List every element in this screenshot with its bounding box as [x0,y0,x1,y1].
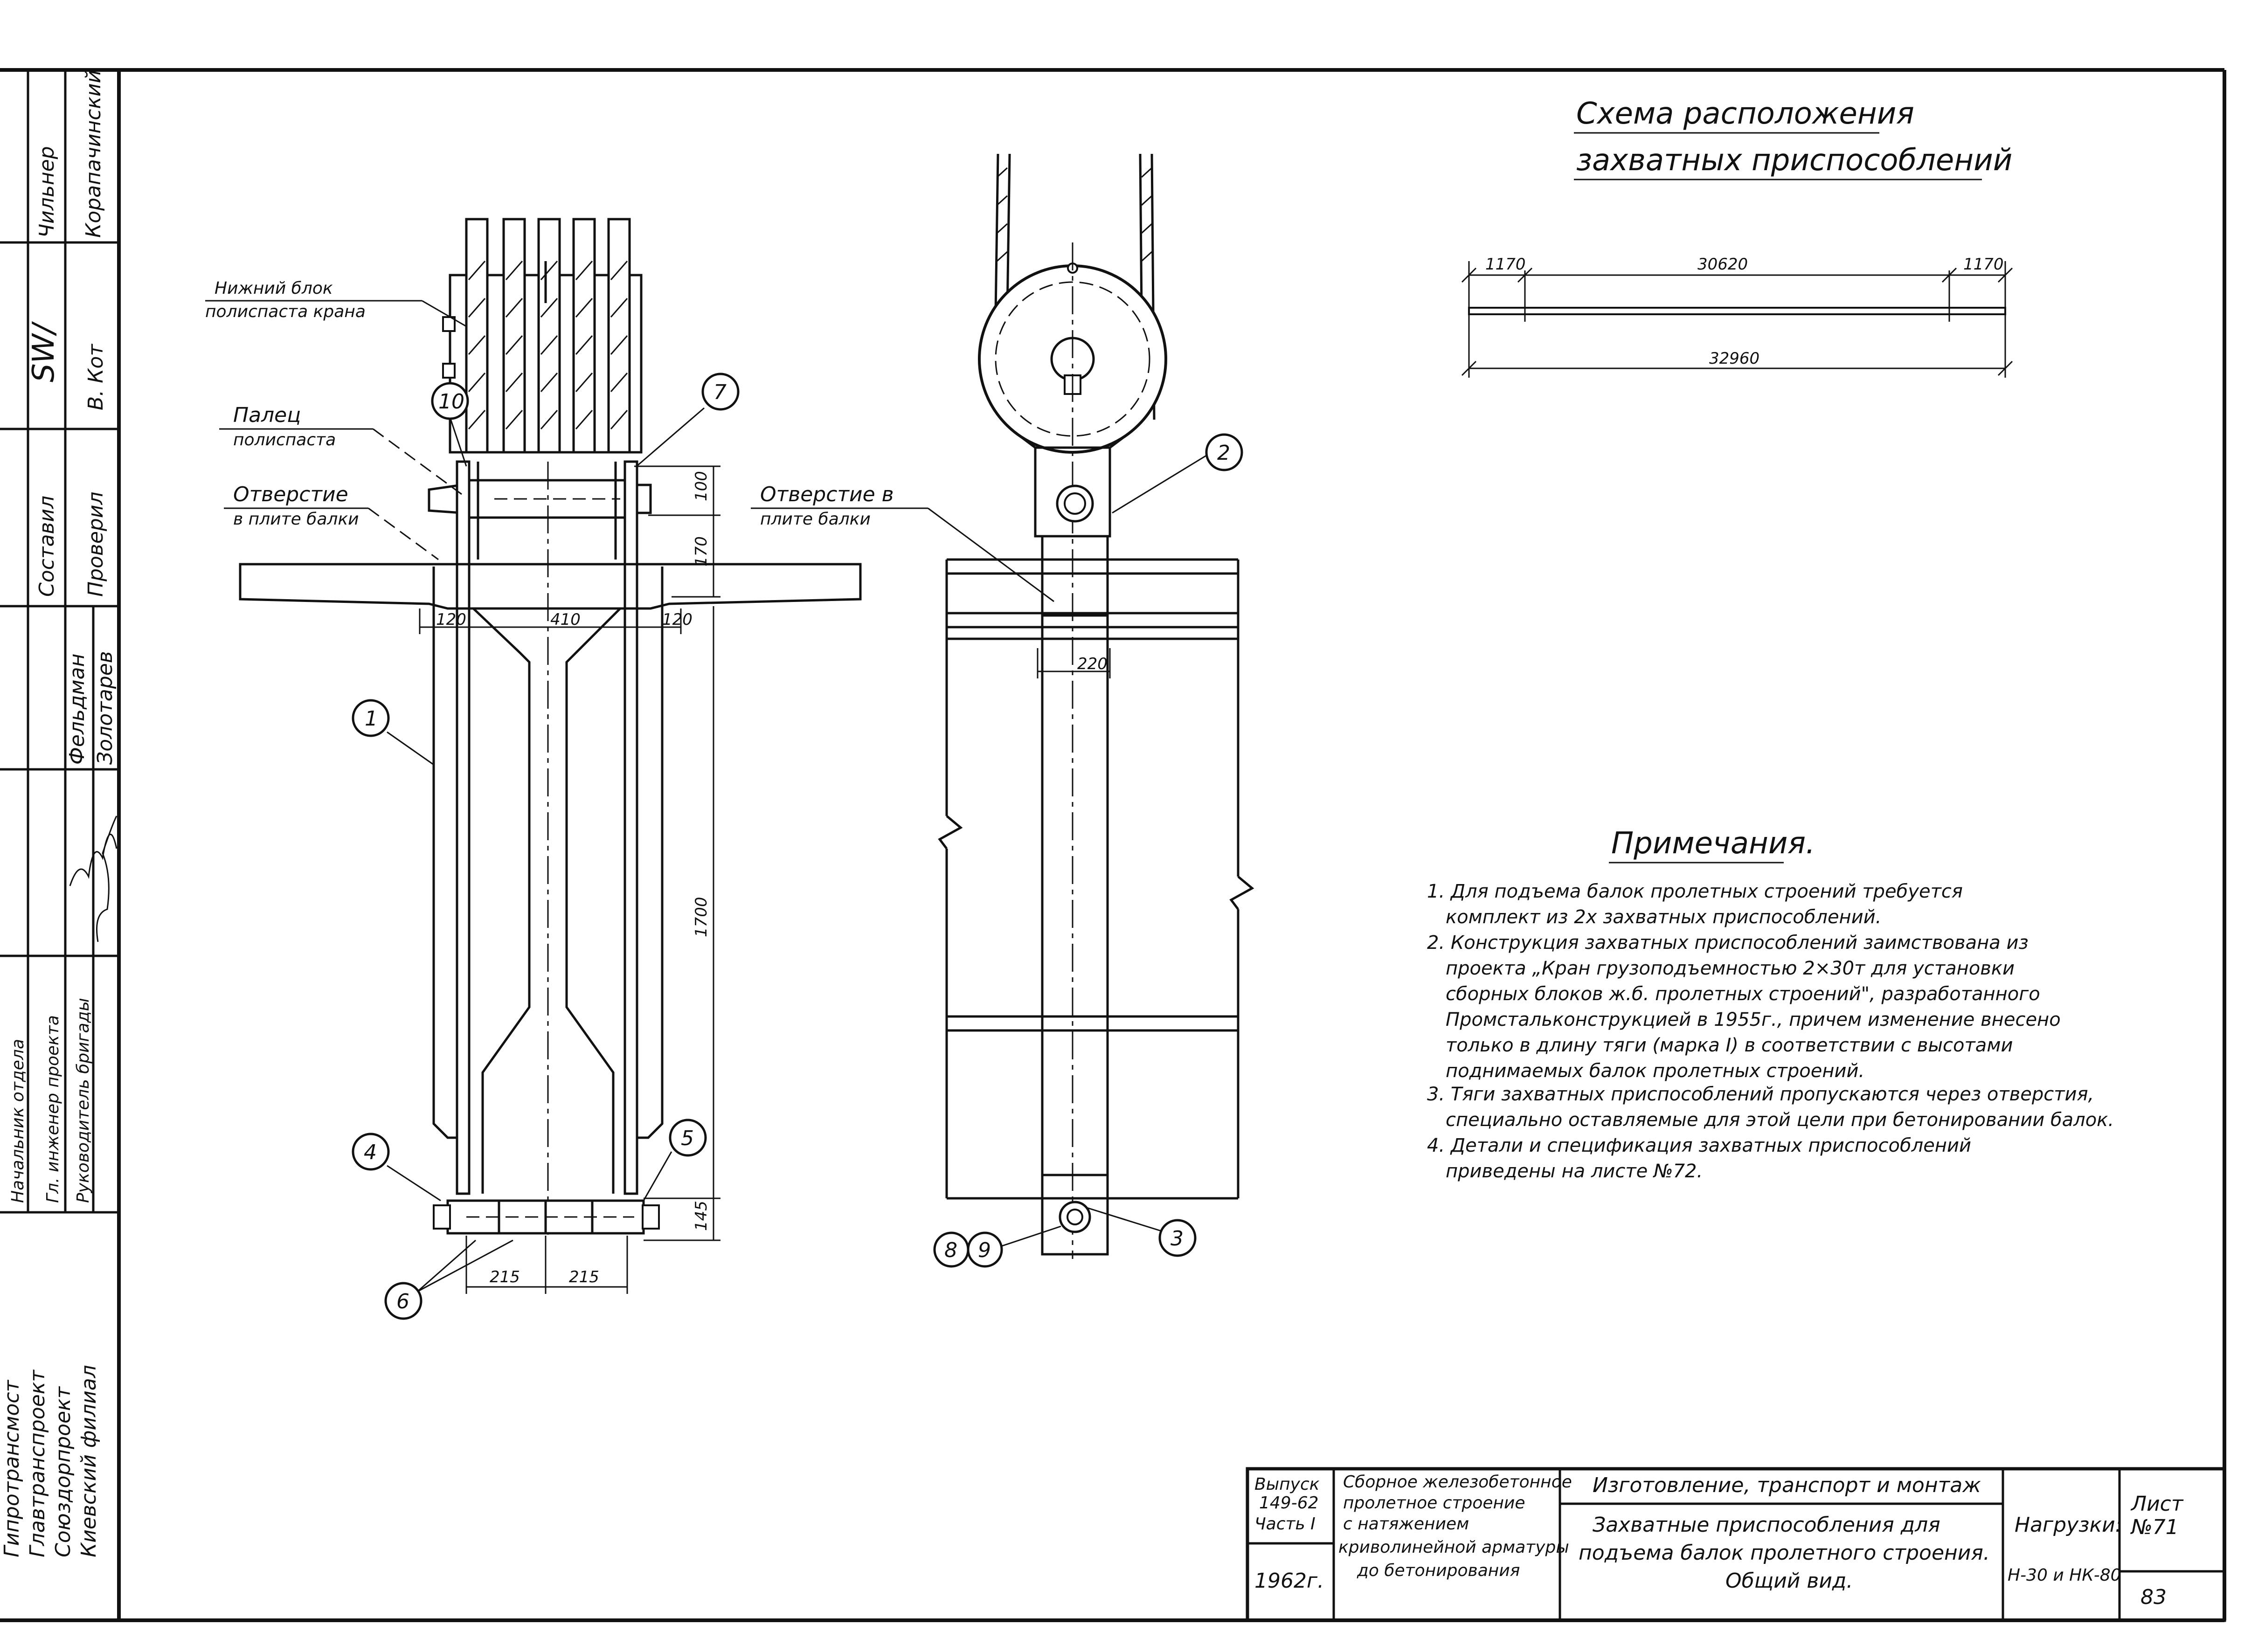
tb-sheet-label: Лист [2130,1492,2184,1516]
pulley-block [442,218,643,454]
label-lower-block-2: полиспаста крана [205,302,366,321]
front-dim-215-left: 215 [490,1268,520,1286]
marker-6: 6 [396,1290,409,1313]
tb-sheet-number: №71 [2130,1515,2179,1539]
stamp-name-1: Корапачинский [82,70,105,238]
title-block: Выпуск 149-62 Часть I 1962г. Сборное жел… [1246,1467,2226,1622]
label-pin-1: Палец [233,403,301,427]
marker-2: 2 [1217,441,1230,465]
bottom-pin [433,1199,660,1235]
tb-title-1: Захватные приспособления для [1593,1513,1940,1537]
note-3-line-1: 3. Тяги захватных приспособлений пропуск… [1427,1084,2094,1105]
tb-title-2: подъема балок пролетного строения. [1579,1541,1990,1565]
note-4-line-2: приведены на листе №72. [1446,1161,1703,1182]
marker-7: 7 [713,380,727,404]
marker-5: 5 [681,1127,694,1150]
front-dim-120-right: 120 [662,610,693,629]
schema-beam [1468,307,2006,315]
stamp-role-composed: Составил [35,496,59,597]
note-2-line-1: 2. Конструкция захватных приспособлений … [1427,932,2029,954]
tb-part: Часть I [1254,1514,1316,1534]
stamp-role-lead: Руководитель бригады [74,998,93,1203]
schema-title-2: захватных приспособлений [1576,143,2012,178]
marker-9: 9 [978,1238,991,1262]
tb-year: 1962г. [1254,1569,1324,1593]
stamp-role-checked: Проверил [84,491,108,597]
schema-dim-left: 1170 [1485,255,1526,274]
label-hole-2: в плите балки [233,510,359,529]
left-plate [456,460,471,1195]
tb-structure-2: пролетное строение [1343,1493,1525,1513]
front-dim-145: 145 [692,1201,711,1231]
label-hole-1: Отверстие [233,483,348,506]
tb-structure-5: до бетонирования [1357,1561,1520,1580]
stamp-name-feldman: Фельдман [65,654,89,765]
stamp-org-1: Гипротрансмост [0,1379,24,1557]
notes-title: Примечания. [1611,826,1815,861]
stamp-signature-2 [96,816,118,942]
note-2-line-5: только в длину тяги (марка I) в соответс… [1446,1035,2013,1056]
schema-title-1: Схема расположения [1576,97,1914,131]
tb-structure-1: Сборное железобетонное [1343,1472,1572,1492]
note-3-line-2: специально оставляемые для этой цели при… [1446,1109,2114,1131]
note-2-line-3: сборных блоков ж.б. пролетных строений",… [1446,983,2040,1005]
schema-dim-total: 32960 [1709,349,1759,368]
stamp-role-chief: Гл. инженер проекта [43,1015,62,1203]
tb-page-number: 83 [2140,1585,2167,1609]
front-dim-170: 170 [692,536,711,567]
side-stamp: Чильнер Корапачинский SW/ В. Кот Состави… [0,70,119,1557]
tb-loads-value: Н-30 и НК-80 [2008,1566,2121,1585]
marker-1: 1 [365,707,378,731]
stamp-name-zolotarev: Золотарев [93,651,117,765]
tb-issue-number: 149-62 [1259,1493,1319,1513]
schema-dim-middle: 30620 [1697,255,1748,274]
stamp-org-2: Главтранспроект [26,1369,49,1557]
note-1-line-2: комплект из 2х захватных приспособлений. [1446,906,1881,928]
marker-8: 8 [944,1238,957,1262]
stamp-role-head: Начальник отдела [8,1039,28,1203]
front-dim-120-left: 120 [436,610,466,629]
stamp-org-3: Союздорпроект [51,1386,75,1557]
marker-3: 3 [1171,1227,1184,1251]
tb-title-3: Общий вид. [1725,1569,1853,1593]
stamp-signature-1 [69,833,118,886]
notes-block: Примечания. 1. Для подъема балок пролетн… [1427,826,2114,1182]
note-1-line-1: 1. Для подъема балок пролетных строений … [1427,881,1963,902]
stamp-top-role: Чильнер [35,146,59,238]
note-2-line-6: поднимаемых балок пролетных строений. [1446,1060,1864,1082]
front-dim-1700: 1700 [692,897,711,937]
note-2-line-4: Промстальконструкцией в 1955г., причем и… [1446,1009,2061,1030]
front-dim-100: 100 [692,471,711,501]
tb-issue-label: Выпуск [1254,1475,1320,1494]
schema-dim-right: 1170 [1963,255,2004,274]
side-label-hole-2: плите балки [760,510,871,529]
front-view: 120 410 120 100 170 1700 145 215 215 Ниж… [205,218,862,1320]
stamp-sign-1: SW/ [27,321,61,382]
front-dim-215-right: 215 [569,1268,599,1286]
stamp-org-4: Киевский филиал [77,1365,101,1557]
side-label-hole-1: Отверстие в [760,483,894,506]
side-view: 220 Отверстие в плите балки 2 3 8 9 [751,153,1254,1268]
side-dim-220: 220 [1077,655,1108,673]
layout-schema: Схема расположения захватных приспособле… [1461,97,2013,378]
stamp-name-2: В. Кот [84,344,108,410]
tie-rod [1041,535,1109,1256]
front-dim-410: 410 [550,610,581,629]
right-plate [623,460,638,1195]
tb-structure-4: криволинейной арматуры [1338,1538,1569,1557]
tb-loads-label: Нагрузки: [2015,1513,2122,1537]
sheet-frame [0,68,2226,1622]
label-lower-block-1: Нижний блок [215,279,333,298]
beam-flange [239,563,862,610]
tb-section: Изготовление, транспорт и монтаж [1593,1473,1981,1497]
marker-4: 4 [364,1141,377,1164]
label-pin-2: полиспаста [233,430,336,449]
beam-web [472,608,531,1194]
marker-10: 10 [438,390,464,414]
tb-structure-3: с натяжением [1343,1514,1469,1534]
note-2-line-2: проекта „Кран грузоподъемностью 2×30т дл… [1446,958,2015,979]
note-4-line-1: 4. Детали и спецификация захватных присп… [1427,1135,1971,1156]
